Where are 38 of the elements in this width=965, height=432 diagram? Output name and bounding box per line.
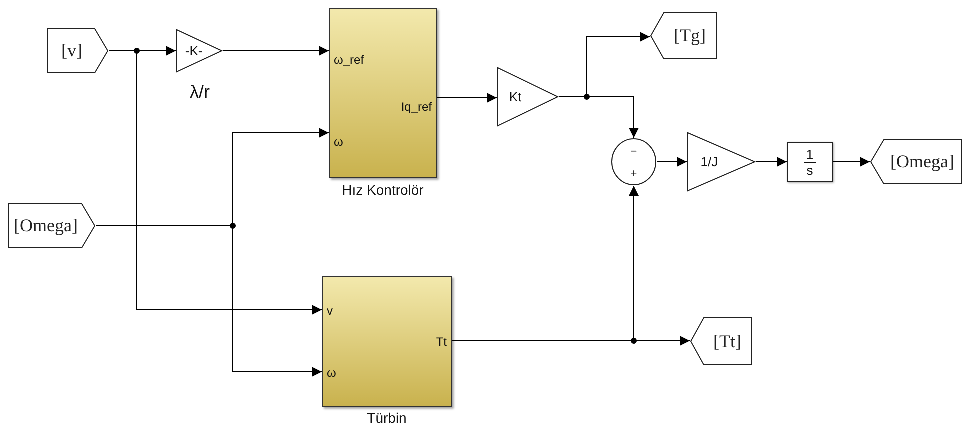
sign-label: − (630, 146, 638, 158)
port-label: ω (327, 365, 336, 381)
gain-value: 1/J (700, 154, 718, 170)
sum-junction (611, 138, 657, 186)
goto-tag (870, 139, 963, 185)
port-label: ω_ref (334, 52, 364, 68)
block-name: Türbin (367, 410, 407, 426)
tag-label: [Tt] (712, 331, 742, 352)
port-label: Tt (436, 334, 447, 350)
port-label: Iq_ref (401, 99, 432, 115)
transfer-function-term: s (806, 162, 814, 178)
gain-triangle (687, 132, 756, 192)
block-name: Hız Kontrolör (342, 182, 424, 198)
gain-triangle (497, 67, 559, 127)
signal-line (436, 93, 498, 103)
from-tag (8, 203, 96, 249)
port-label: ω (334, 134, 344, 150)
integrator-block (787, 142, 833, 182)
signal-line (756, 157, 788, 167)
signal-line (656, 157, 688, 167)
port-label: v (327, 303, 333, 319)
transfer-function-term: 1 (804, 146, 816, 162)
gain-value: -K- (185, 44, 203, 58)
block-name: λ/r (190, 82, 210, 103)
gain-triangle (176, 29, 223, 73)
tag-label: [Omega] (890, 152, 956, 172)
from-tag (47, 28, 109, 74)
signal-line (832, 157, 870, 167)
tag-label: [Tg] (673, 26, 707, 46)
gain-value: Kt (509, 90, 522, 104)
goto-tag (650, 12, 718, 60)
goto-tag (690, 317, 753, 366)
sign-label: + (630, 168, 638, 180)
signal-line (222, 46, 330, 56)
subsystem-block (329, 8, 437, 178)
tag-label: [Omega] (13, 216, 79, 236)
subsystem-block (322, 276, 452, 407)
tag-label: [v] (60, 40, 84, 62)
